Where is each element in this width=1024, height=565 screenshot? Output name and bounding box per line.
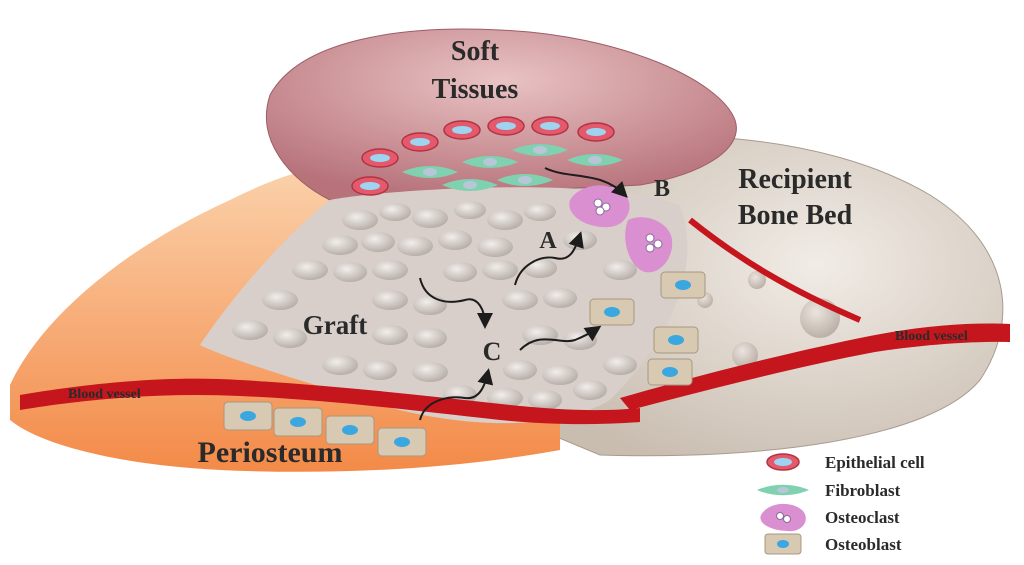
legend-label-osteoblast: Osteoblast <box>825 535 902 554</box>
legend-item-osteoblast: Osteoblast <box>764 533 902 555</box>
blood-vessel-right-shape <box>620 323 1010 410</box>
soft-tissues-label-line2: Tissues <box>432 74 519 105</box>
epithelial-cell-icon <box>766 453 800 471</box>
legend-item-osteoclast: Osteoclast <box>760 503 900 532</box>
blood-vessel-left-label: Blood vessel <box>68 387 141 402</box>
legend: Epithelial cell Fibroblast Osteoclast Os… <box>757 453 925 555</box>
pathway-c-label: C <box>483 337 502 366</box>
legend-label-osteoclast: Osteoclast <box>825 508 900 527</box>
pathway-arrows <box>419 167 628 421</box>
graft-label: Graft <box>303 310 367 340</box>
pathway-a-label: A <box>539 228 557 254</box>
pathway-b-label: B <box>654 176 670 202</box>
periosteum-label: Periosteum <box>198 436 343 469</box>
recipient-label-line2: Bone Bed <box>738 200 853 231</box>
recipient-label-line1: Recipient <box>738 164 852 195</box>
legend-label-fibroblast: Fibroblast <box>825 481 901 500</box>
epithelial-cells <box>351 116 615 196</box>
fibroblast-icon <box>757 484 809 496</box>
legend-item-epithelial: Epithelial cell <box>766 453 925 472</box>
osteoblast-icon <box>764 533 802 555</box>
blood-vessel-left-shape <box>20 378 640 425</box>
blood-vessel-right-label: Blood vessel <box>895 329 968 344</box>
legend-item-fibroblast: Fibroblast <box>757 481 901 500</box>
soft-tissues-label-line1: Soft <box>451 36 500 67</box>
fibroblasts <box>402 144 623 191</box>
osteoclast-icon <box>760 503 806 532</box>
soft-tissues-region <box>265 28 737 201</box>
osteoblasts <box>223 271 706 457</box>
legend-label-epithelial: Epithelial cell <box>825 453 925 472</box>
